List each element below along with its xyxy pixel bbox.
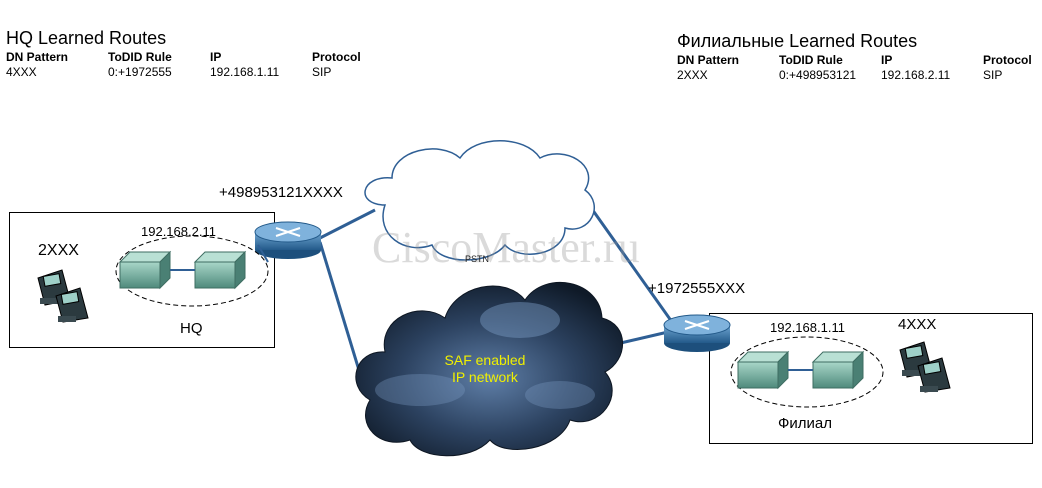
link-hq-pstn — [319, 208, 376, 240]
watermark: CiscoMaster.ru — [372, 223, 640, 272]
hq-dn-label: 2XXX — [38, 242, 79, 259]
hq-server-icon-1[interactable] — [118, 250, 172, 290]
hq-cell-dn: 4XXX — [6, 65, 37, 79]
branch-cell-todid: 0:+498953121 — [779, 68, 857, 82]
hq-server-icon-2[interactable] — [193, 250, 247, 290]
hq-did-label: +498953121XXXX — [219, 184, 343, 201]
branch-cell-dn: 2XXX — [677, 68, 708, 82]
link-pstn-branch — [580, 194, 674, 323]
branch-site-label: Филиал — [778, 415, 833, 432]
branch-server-icon-1[interactable] — [736, 350, 790, 390]
branch-phone-icon[interactable] — [899, 341, 951, 393]
hq-cell-protocol: SIP — [312, 65, 332, 79]
branch-router-icon[interactable] — [663, 314, 731, 352]
hq-cell-ip: 192.168.1.11 — [210, 65, 280, 79]
branch-header-ip: IP — [881, 53, 893, 67]
hq-cell-todid: 0:+1972555 — [108, 65, 172, 79]
hq-site-label: HQ — [180, 320, 203, 337]
branch-table-title: Филиальные Learned Routes — [677, 31, 918, 51]
branch-ip-label: 192.168.1.11 — [770, 320, 845, 335]
hq-header-ip: IP — [210, 50, 222, 64]
hq-header-dn: DN Pattern — [6, 50, 69, 64]
saf-cloud-line1: SAF enabled — [444, 352, 526, 368]
hq-ip-label: 192.168.2.11 — [141, 224, 216, 239]
branch-server-group — [730, 336, 884, 408]
hq-server-group — [115, 235, 269, 307]
saf-cloud-label: SAF enabled IP network — [430, 352, 540, 386]
hq-header-protocol: Protocol — [312, 50, 361, 64]
branch-cell-ip: 192.168.2.11 — [881, 68, 951, 82]
branch-header-protocol: Protocol — [983, 53, 1032, 67]
pstn-cloud — [364, 140, 595, 261]
branch-server-icon-2[interactable] — [811, 350, 865, 390]
hq-router-icon[interactable] — [254, 221, 322, 259]
branch-header-todid: ToDID Rule — [779, 53, 843, 67]
branch-cell-protocol: SIP — [983, 68, 1003, 82]
branch-dn-label: 4XXX — [898, 316, 937, 333]
saf-cloud — [355, 281, 624, 457]
hq-table-title: HQ Learned Routes — [6, 28, 167, 48]
branch-header-dn: DN Pattern — [677, 53, 740, 67]
pstn-label: PSTN — [465, 254, 490, 264]
link-hq-saf — [318, 241, 367, 391]
saf-cloud-line2: IP network — [452, 369, 518, 385]
hq-header-todid: ToDID Rule — [108, 50, 172, 64]
hq-phone-icon[interactable] — [37, 269, 89, 323]
branch-did-label: +1972555XXX — [648, 280, 746, 297]
